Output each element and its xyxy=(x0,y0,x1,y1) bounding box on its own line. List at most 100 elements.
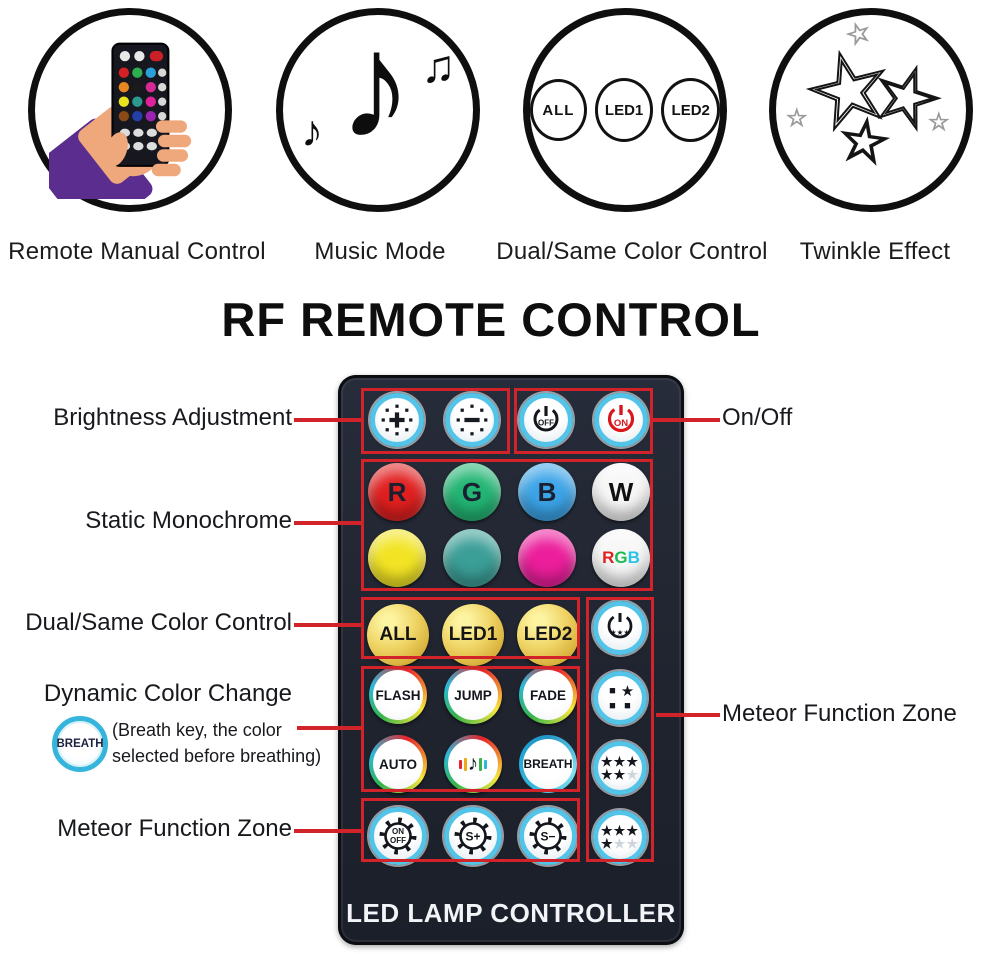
twinkle-star-small-icon: ☆ xyxy=(786,105,808,132)
breath-button[interactable]: BREATH xyxy=(519,735,577,793)
svg-text:ON: ON xyxy=(392,827,404,836)
label-dynamic-color-change: Dynamic Color Change xyxy=(43,680,292,707)
svg-text:ON: ON xyxy=(614,418,628,429)
color-blue-button[interactable]: B xyxy=(518,463,576,521)
label-meteor-right: Meteor Function Zone xyxy=(722,700,957,727)
meteor-on-off-button[interactable]: ON OFF xyxy=(369,807,427,865)
five-stars-icon: ★★★ ★★★ xyxy=(601,750,639,786)
page-title: RF REMOTE CONTROL xyxy=(221,293,761,346)
all-button[interactable]: ALL xyxy=(367,604,429,666)
stars-row: ★★★ xyxy=(601,823,639,838)
feature-circle-twinkle: ☆ ☆ ☆ ☆ ☆ ☆ xyxy=(769,8,973,212)
equalizer-bar xyxy=(458,759,462,769)
power-on-button[interactable]: ON xyxy=(594,393,648,447)
breath-note-line1: (Breath key, the color xyxy=(112,720,282,740)
meteor-power-button[interactable]: ★★★ xyxy=(593,601,647,655)
squares-star-icon: ■ ★ ■ ■ xyxy=(605,683,635,713)
brightness-minus-icon xyxy=(456,404,488,436)
square-glyph: ■ xyxy=(624,699,631,712)
connector-brightness xyxy=(294,418,363,422)
twinkle-star-icon: ☆ xyxy=(833,105,896,179)
connector-dual xyxy=(294,623,363,627)
label-on-off: On/Off xyxy=(722,404,793,431)
speed-minus-button[interactable]: S− xyxy=(519,807,577,865)
led1-circle: LED1 xyxy=(594,78,654,142)
stars-row: ★★★ xyxy=(601,767,639,782)
connector-dynamic xyxy=(297,726,361,730)
rgb-b-label: B xyxy=(627,548,640,567)
meteor-stars5-button[interactable]: ★★★ ★★★ xyxy=(593,741,647,795)
square-glyph: ■ xyxy=(609,699,616,712)
svg-text:S−: S− xyxy=(540,830,555,844)
feature-circle-music-mode: ♪ ♪ ♫ xyxy=(276,8,480,212)
four-stars-icon: ★★★ ★★★ xyxy=(601,819,639,855)
color-blue-label: B xyxy=(537,476,557,507)
led1-circle-label: LED1 xyxy=(604,101,644,119)
all-led-circle: ALL xyxy=(530,79,587,141)
breath-key-sample: BREATH xyxy=(52,716,108,772)
power-on-icon: ON xyxy=(607,405,635,433)
color-teal-button[interactable] xyxy=(443,529,501,587)
feature-label-dual-color: Dual/Same Color Control xyxy=(496,238,768,265)
led2-label: LED2 xyxy=(523,624,573,645)
stars-row: ★★★ xyxy=(601,836,639,851)
rgb-r-label: R xyxy=(602,548,615,567)
meteor-pattern-button[interactable]: ■ ★ ■ ■ xyxy=(593,671,647,725)
power-off-button[interactable]: OFF xyxy=(519,393,573,447)
brightness-down-button[interactable] xyxy=(445,393,499,447)
remote-footer-label: LED LAMP CONTROLLER xyxy=(346,898,676,928)
feature-circle-dual-color: ALL LED1 LED2 xyxy=(523,8,727,212)
color-white-label: W xyxy=(608,476,634,507)
breath-note: (Breath key, the color selected before b… xyxy=(112,717,321,769)
power-off-icon: OFF xyxy=(533,406,559,432)
fade-button[interactable]: FADE xyxy=(519,666,577,724)
rgb-g-label: G xyxy=(614,548,628,567)
color-green-button[interactable]: G xyxy=(443,463,501,521)
connector-static xyxy=(294,521,363,525)
led2-button[interactable]: LED2 xyxy=(517,604,579,666)
color-red-button[interactable]: R xyxy=(368,463,426,521)
flash-button[interactable]: FLASH xyxy=(369,666,427,724)
stars-row: ★★★ xyxy=(601,754,639,769)
square-glyph: ■ xyxy=(609,684,616,697)
music-note-icon: ♪ xyxy=(467,752,479,775)
power-stars-icon: ★★★ xyxy=(607,613,633,639)
twinkle-star-small-icon: ☆ xyxy=(928,109,950,136)
speed-plus-button[interactable]: S+ xyxy=(444,807,502,865)
music-note-double-icon: ♫ xyxy=(421,40,456,92)
feature-circle-remote-manual xyxy=(28,8,232,212)
jump-button[interactable]: JUMP xyxy=(444,666,502,724)
brightness-up-button[interactable] xyxy=(370,393,424,447)
color-white-button[interactable]: W xyxy=(592,463,650,521)
gear-s-plus-icon: S+ xyxy=(454,817,492,855)
connector-meteor-left xyxy=(294,829,363,833)
auto-label: AUTO xyxy=(373,739,423,789)
gear-s-minus-icon: S− xyxy=(529,817,567,855)
svg-text:S+: S+ xyxy=(465,830,480,844)
star-glyph: ★ xyxy=(620,682,635,700)
music-button-face: ♪ xyxy=(448,739,498,789)
label-meteor-left: Meteor Function Zone xyxy=(57,815,292,842)
auto-button[interactable]: AUTO xyxy=(369,735,427,793)
svg-text:★★★: ★★★ xyxy=(610,628,630,637)
feature-label-music-mode: Music Mode xyxy=(314,238,446,265)
led2-circle: LED2 xyxy=(661,78,721,142)
music-button[interactable]: ♪ xyxy=(444,735,502,793)
music-note-large-icon: ♪ xyxy=(338,1,413,169)
flash-label: FLASH xyxy=(373,670,423,720)
color-green-label: G xyxy=(461,476,483,507)
all-label: ALL xyxy=(379,624,417,645)
color-pink-button[interactable] xyxy=(518,529,576,587)
label-static-monochrome: Static Monochrome xyxy=(85,507,292,534)
svg-text:OFF: OFF xyxy=(538,419,554,428)
brightness-plus-icon xyxy=(381,404,413,436)
color-yellow-button[interactable] xyxy=(368,529,426,587)
meteor-stars4-button[interactable]: ★★★ ★★★ xyxy=(593,810,647,864)
jump-label: JUMP xyxy=(448,670,498,720)
led1-button[interactable]: LED1 xyxy=(442,604,504,666)
music-note-small-icon: ♪ xyxy=(301,107,323,156)
color-red-label: R xyxy=(387,476,407,507)
